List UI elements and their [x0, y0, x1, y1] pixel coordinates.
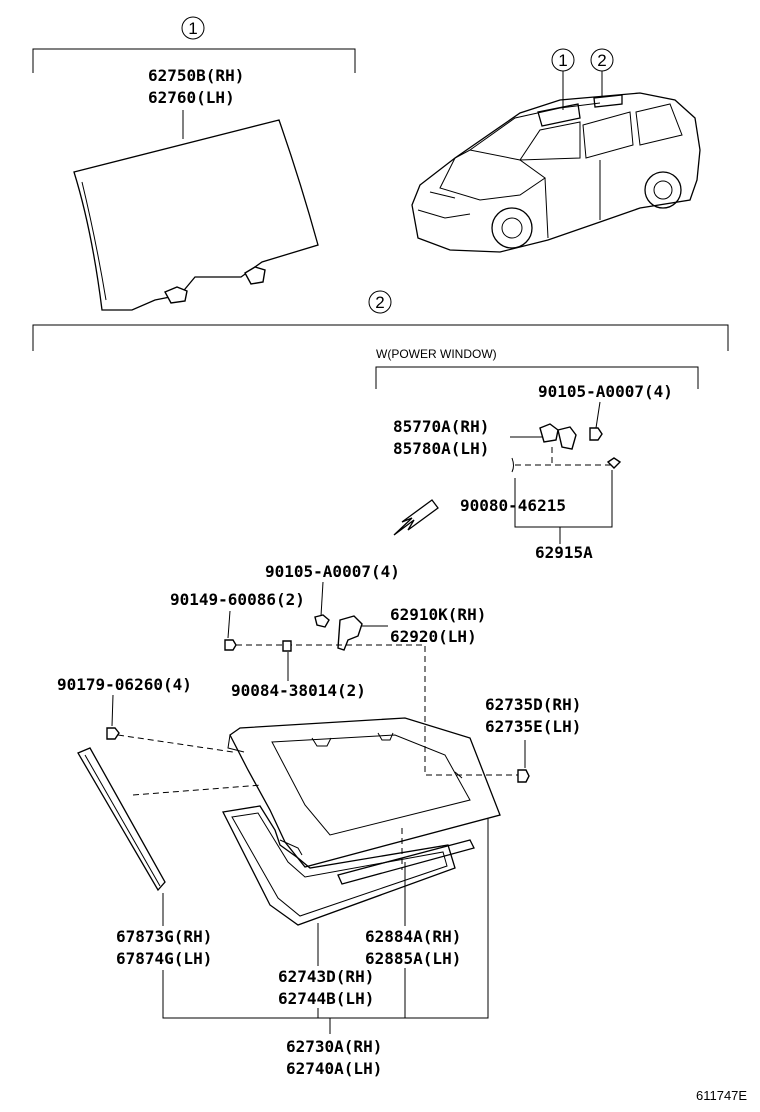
part-62760: 62760(LH)	[148, 88, 235, 107]
part-62735d: 62735D(RH)	[485, 695, 581, 714]
car-front-hub	[501, 217, 523, 239]
clip-90179	[106, 727, 120, 740]
car-rear-hub	[653, 180, 673, 200]
part-90084: 90084-38014(2)	[231, 681, 366, 700]
screw-90105-top	[589, 427, 603, 441]
callout-circle-2	[368, 290, 392, 314]
part-62915a: 62915A	[535, 543, 593, 562]
car-rear-side-window	[635, 103, 683, 146]
part-85780a: 85780A(LH)	[393, 439, 489, 458]
section-2-bracket	[32, 324, 729, 351]
section-1-bracket	[32, 48, 356, 73]
part-62740a: 62740A(LH)	[286, 1059, 382, 1078]
hinge-part-b	[557, 426, 577, 450]
bracket-62915a	[514, 470, 613, 528]
glass-hinge	[337, 615, 363, 651]
car-headlight	[429, 191, 456, 199]
part-90179: 90179-06260(4)	[57, 675, 192, 694]
side-molding	[77, 747, 166, 892]
part-62920: 62920(LH)	[390, 627, 477, 646]
glass-channel-clip-2	[244, 266, 266, 285]
dash-clip-to-glass	[117, 734, 234, 753]
glass-weatherstrip-inner	[231, 812, 448, 917]
glass-weatherstrip	[222, 805, 456, 926]
door-glass	[73, 119, 319, 311]
part-62735e: 62735E(LH)	[485, 717, 581, 736]
direction-arrow	[393, 499, 439, 536]
dash-molding-to-glass	[132, 784, 263, 796]
vehicle-illustration: 1 2	[411, 48, 701, 253]
part-62743d: 62743D(RH)	[278, 967, 374, 986]
glass-notch-2	[377, 732, 394, 741]
drawing-code: 611747E	[696, 1088, 747, 1103]
lower-molding	[337, 839, 475, 885]
hinge-part-a	[539, 423, 559, 443]
bolt-90149	[224, 639, 237, 651]
power-window-label: W(POWER WINDOW)	[376, 347, 497, 361]
vehicle-callout-1-label: 1	[558, 51, 567, 70]
part-90105-mid: 90105-A0007(4)	[265, 562, 400, 581]
car-glass-2-location	[593, 94, 623, 108]
callout-circle-1	[181, 16, 205, 40]
car-door-line-1	[544, 177, 549, 239]
part-62750b: 62750B(RH)	[148, 66, 244, 85]
part-90149: 90149-60086(2)	[170, 590, 305, 609]
part-62885a: 62885A(LH)	[365, 949, 461, 968]
quarter-glass	[229, 717, 501, 868]
stopper-62735	[517, 769, 530, 783]
section-2: 2 W(POWER WINDOW) 90105-A0007(4) 85770A(…	[32, 290, 729, 1078]
part-90080-pin	[511, 457, 514, 473]
car-glass-1-location	[537, 103, 581, 127]
nut-62915a	[606, 457, 622, 469]
callout-1-label: 1	[188, 19, 197, 38]
leader-90105-top	[595, 401, 601, 429]
car-windshield	[519, 121, 581, 161]
car-roofline	[469, 102, 601, 151]
assembly-bracket	[162, 818, 489, 1019]
car-rear-wheel	[644, 171, 682, 209]
car-body-outline	[411, 92, 701, 253]
part-85770a: 85770A(RH)	[393, 417, 489, 436]
car-grille	[417, 209, 471, 219]
leader-90105-mid	[320, 581, 324, 617]
side-molding-edge	[84, 754, 161, 887]
quarter-glass-inner	[271, 734, 471, 836]
part-62910k: 62910K(RH)	[390, 605, 486, 624]
glass-channel-clip-1	[164, 286, 188, 304]
section-1: 1 62750B(RH) 62760(LH)	[32, 16, 356, 311]
part-67874g: 67874G(LH)	[116, 949, 212, 968]
leader-90149	[227, 610, 231, 639]
vehicle-callout-2-label: 2	[597, 51, 606, 70]
part-62730a: 62730A(RH)	[286, 1037, 382, 1056]
part-67873g: 67873G(RH)	[116, 927, 212, 946]
part-90080: 90080-46215	[460, 496, 566, 515]
screw-90105-mid	[314, 614, 330, 628]
car-hood	[439, 149, 546, 201]
leader-90179	[111, 694, 114, 727]
dash-fastener-row	[236, 644, 520, 776]
part-90105-top: 90105-A0007(4)	[538, 382, 673, 401]
car-front-wheel	[491, 207, 533, 249]
car-front-side-window	[582, 111, 634, 159]
part-62744b: 62744B(LH)	[278, 989, 374, 1008]
glass-notch-1	[311, 737, 332, 747]
power-window-bracket	[375, 366, 699, 389]
weatherstrip-tab	[279, 839, 303, 856]
callout-2-label: 2	[375, 293, 384, 312]
part-62884a: 62884A(RH)	[365, 927, 461, 946]
glass-hinge-edge	[227, 734, 245, 753]
glass-stopper-point	[454, 771, 463, 779]
spacer-90084	[282, 640, 292, 652]
door-glass-edge	[81, 181, 107, 301]
